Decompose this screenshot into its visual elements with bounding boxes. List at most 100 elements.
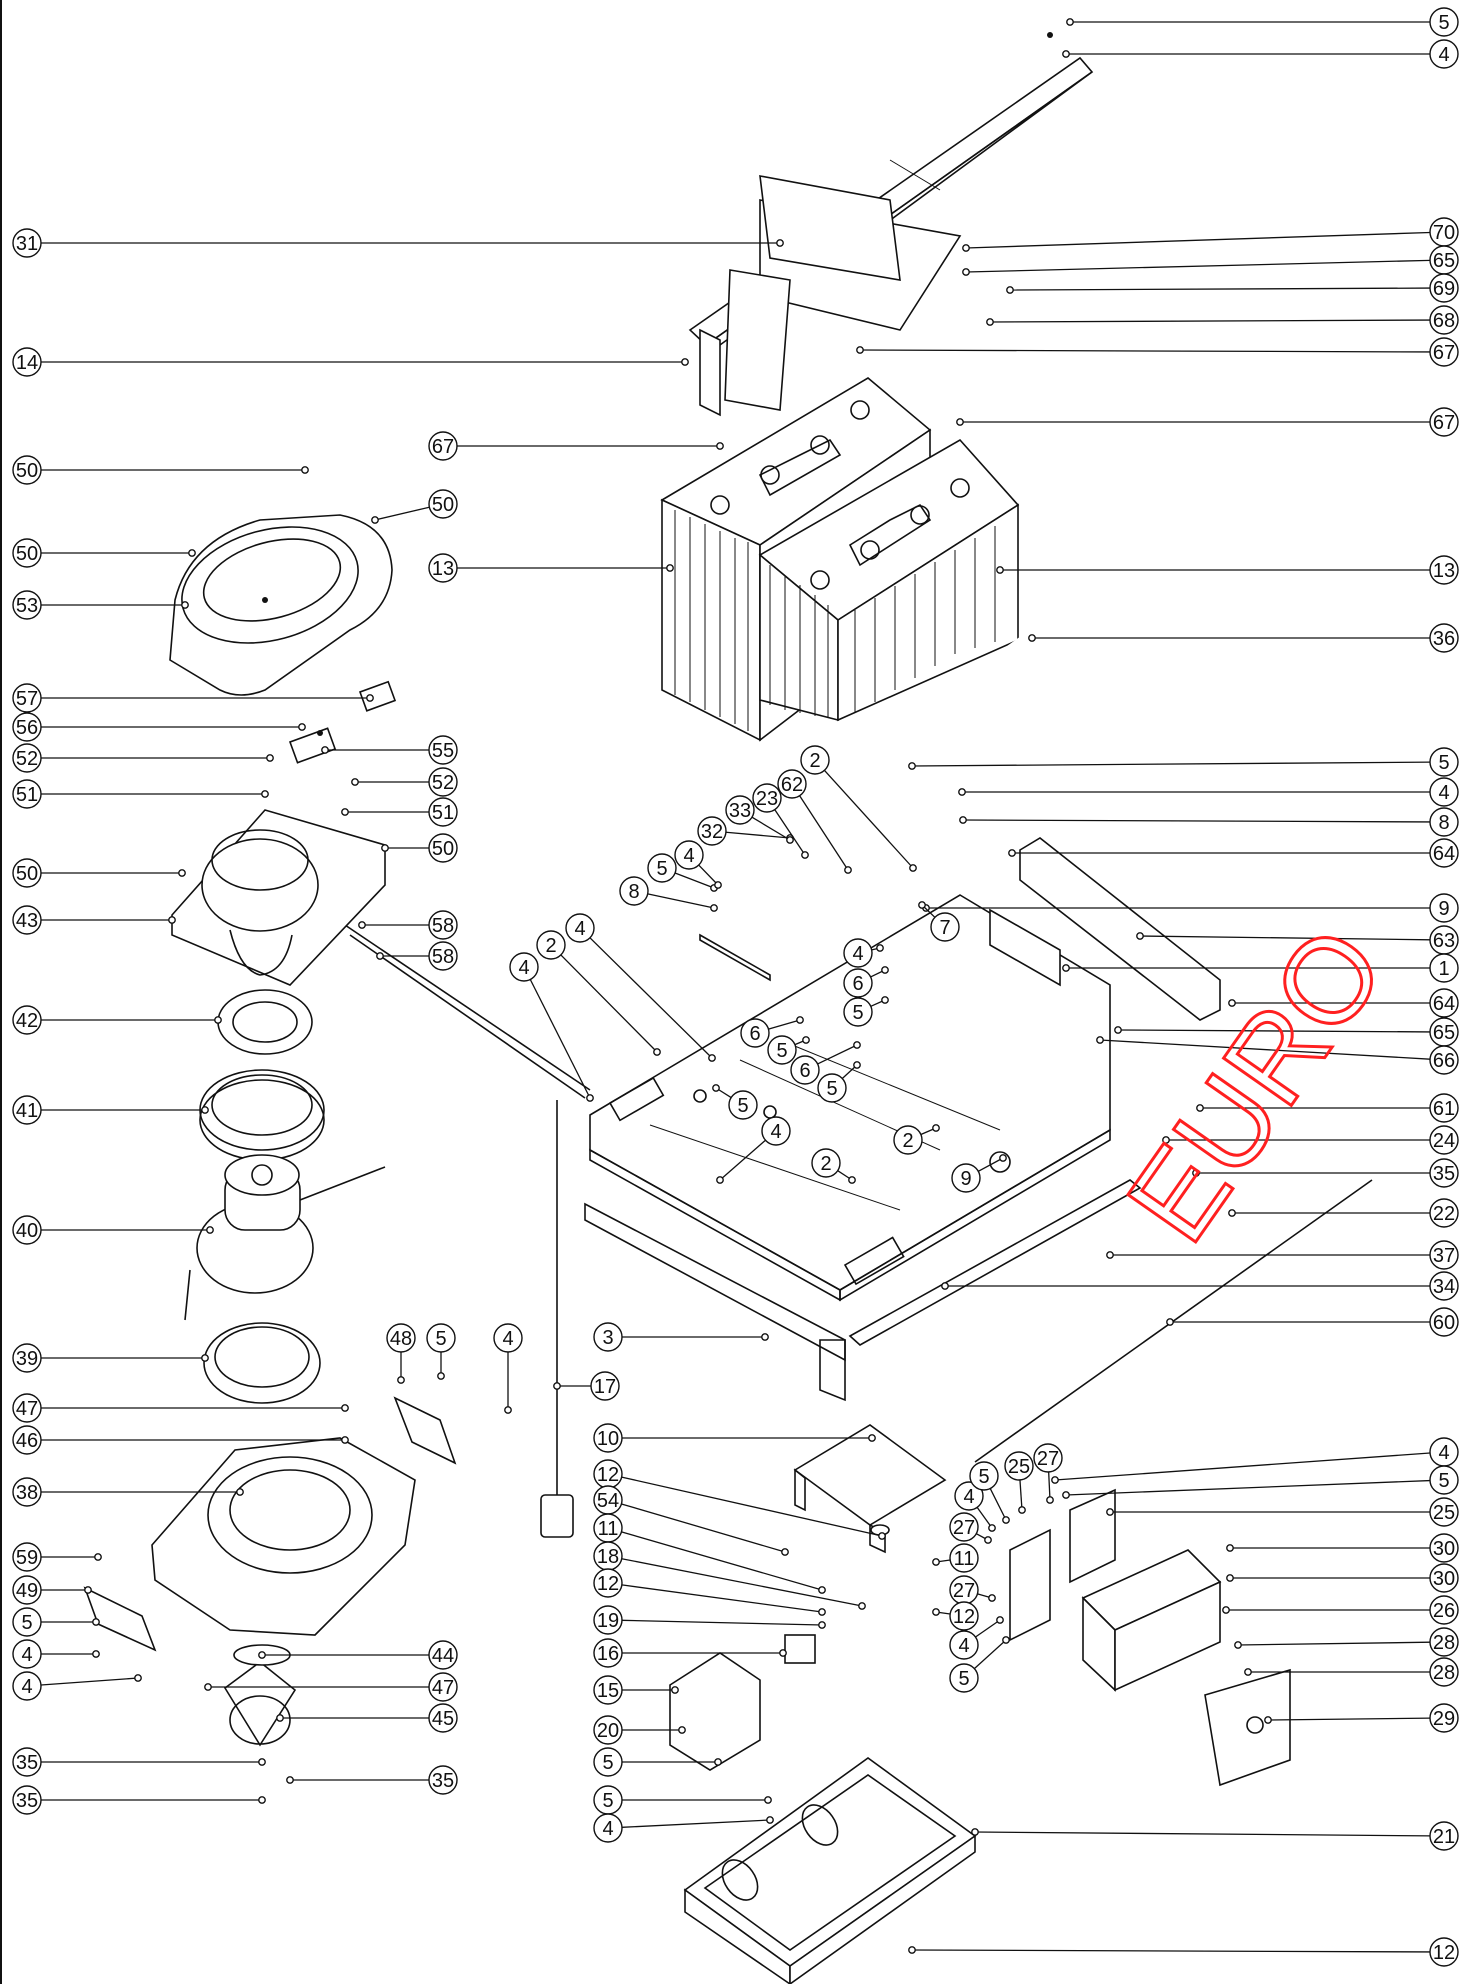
leader-dot bbox=[92, 1650, 100, 1658]
callout-balloon bbox=[12, 455, 42, 485]
callout-number: 43 bbox=[16, 910, 38, 932]
callout-balloon bbox=[1429, 1125, 1459, 1155]
leader-dot bbox=[276, 1714, 284, 1722]
callout-46: 46 bbox=[12, 1425, 349, 1455]
callout-balloon bbox=[428, 735, 458, 765]
callout-65: 65 bbox=[1114, 1017, 1459, 1047]
callout-number: 67 bbox=[1433, 412, 1455, 434]
callout-number: 32 bbox=[701, 821, 723, 843]
callout-5: 5 bbox=[908, 747, 1459, 777]
callout-5: 5 bbox=[1066, 7, 1459, 37]
callout-balloon bbox=[1429, 1271, 1459, 1301]
leader-dot bbox=[984, 1536, 992, 1544]
callout-63: 63 bbox=[1136, 925, 1459, 955]
callout-balloon bbox=[800, 745, 830, 775]
leader-dot bbox=[878, 1532, 886, 1540]
leader-line bbox=[1099, 1039, 1431, 1060]
callout-6: 6 bbox=[790, 1041, 861, 1085]
callout-10: 10 bbox=[593, 1423, 876, 1453]
callout-27: 27 bbox=[949, 1575, 996, 1605]
leader-line bbox=[621, 1584, 823, 1613]
leader-line bbox=[1237, 1641, 1431, 1646]
callout-number: 57 bbox=[16, 688, 38, 710]
callout-balloon bbox=[593, 1568, 623, 1598]
leader-dot bbox=[397, 1376, 405, 1384]
leader-dot bbox=[206, 1226, 214, 1234]
callout-number: 5 bbox=[958, 1668, 969, 1690]
callout-number: 51 bbox=[432, 802, 454, 824]
leader-dot bbox=[941, 1282, 949, 1290]
callout-balloon bbox=[386, 1323, 416, 1353]
callout-balloon bbox=[536, 930, 566, 960]
callout-5: 5 bbox=[969, 1461, 1010, 1524]
leader-dot bbox=[266, 754, 274, 762]
callout-55: 55 bbox=[321, 735, 458, 765]
leader-dot bbox=[1234, 1641, 1242, 1649]
callout-number: 5 bbox=[21, 1612, 32, 1634]
callout-number: 58 bbox=[432, 946, 454, 968]
leader-line bbox=[911, 1949, 1431, 1953]
leader-dot bbox=[802, 1036, 810, 1044]
leader-dot bbox=[881, 996, 889, 1004]
callout-5: 5 bbox=[593, 1785, 772, 1815]
callout-balloon bbox=[12, 347, 42, 377]
callout-number: 53 bbox=[16, 595, 38, 617]
base-plate bbox=[589, 894, 1111, 1302]
callout-47: 47 bbox=[12, 1393, 349, 1423]
callout-15: 15 bbox=[593, 1675, 679, 1705]
callout-balloon bbox=[790, 1055, 820, 1085]
callout-4: 4 bbox=[12, 1639, 100, 1669]
callout-balloon bbox=[949, 1663, 979, 1693]
callout-number: 69 bbox=[1433, 278, 1455, 300]
callout-balloon bbox=[1429, 893, 1459, 923]
leader-dot bbox=[1166, 1318, 1174, 1326]
leader-dot bbox=[92, 1618, 100, 1626]
callout-number: 27 bbox=[953, 1517, 975, 1539]
leader-dot bbox=[988, 1524, 996, 1532]
callout-balloon bbox=[954, 1481, 984, 1511]
callout-6: 6 bbox=[740, 1016, 804, 1048]
callout-balloon bbox=[811, 1148, 841, 1178]
callout-balloon bbox=[1429, 1093, 1459, 1123]
leader-dot bbox=[236, 1488, 244, 1496]
leader-line bbox=[751, 816, 791, 841]
callout-48: 48 bbox=[386, 1323, 416, 1384]
leader-dot bbox=[341, 1404, 349, 1412]
callout-number: 16 bbox=[597, 1643, 619, 1665]
leader-dot bbox=[671, 1686, 679, 1694]
leader-dot bbox=[258, 1796, 266, 1804]
callout-balloon bbox=[1429, 1821, 1459, 1851]
leader-line bbox=[1048, 1471, 1051, 1501]
callout-35: 35 bbox=[286, 1765, 458, 1795]
callout-number: 28 bbox=[1433, 1662, 1455, 1684]
callout-number: 45 bbox=[432, 1708, 454, 1730]
callout-balloon bbox=[593, 1322, 623, 1352]
callout-number: 5 bbox=[1438, 12, 1449, 34]
callout-number: 4 bbox=[852, 943, 863, 965]
leader-line bbox=[965, 231, 1431, 249]
callout-balloon bbox=[1429, 988, 1459, 1018]
callout-balloon bbox=[1429, 1533, 1459, 1563]
callout-50: 50 bbox=[12, 858, 186, 888]
callout-number: 5 bbox=[602, 1790, 613, 1812]
leader-line bbox=[975, 1619, 1001, 1638]
callout-balloon bbox=[426, 1323, 456, 1353]
callout-4: 4 bbox=[716, 1116, 791, 1184]
callout-balloon bbox=[893, 1125, 923, 1155]
callout-number: 64 bbox=[1433, 843, 1455, 865]
callout-4: 4 bbox=[493, 1323, 523, 1414]
callout-8: 8 bbox=[959, 807, 1459, 837]
callout-67: 67 bbox=[956, 407, 1459, 437]
callout-balloon bbox=[1429, 777, 1459, 807]
callout-number: 52 bbox=[432, 772, 454, 794]
leader-dot bbox=[779, 1649, 787, 1657]
callout-44: 44 bbox=[258, 1640, 458, 1670]
callout-balloon bbox=[725, 795, 755, 825]
leader-line bbox=[621, 1558, 863, 1607]
callout-4: 4 bbox=[1051, 1437, 1459, 1484]
callout-balloon bbox=[647, 853, 677, 883]
callout-balloon bbox=[1429, 807, 1459, 837]
callout-25: 25 bbox=[1106, 1497, 1459, 1527]
leader-line bbox=[962, 819, 1431, 823]
leader-dot bbox=[214, 1016, 222, 1024]
